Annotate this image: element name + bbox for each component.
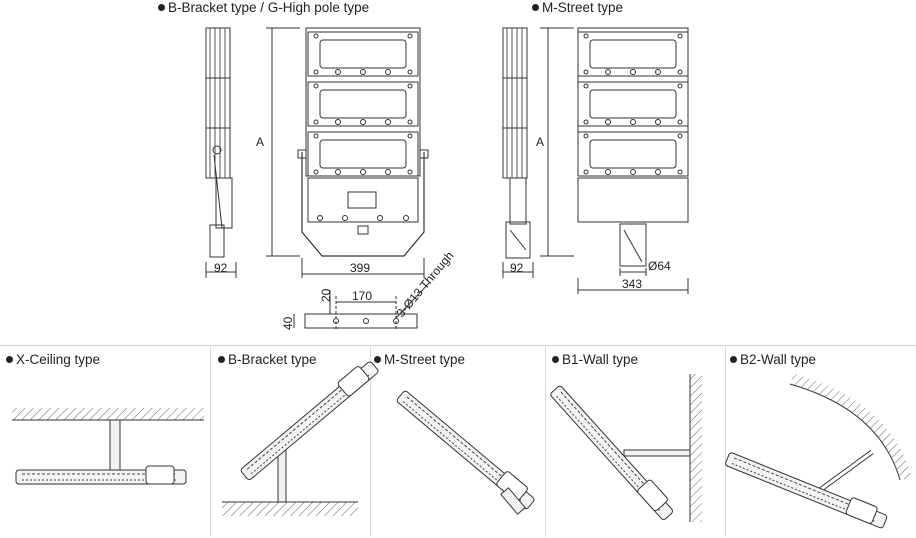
dim-bracket-holes: 3-Ø13 Through — [394, 249, 457, 320]
street-side-view — [502, 27, 531, 259]
panel-divider — [370, 347, 371, 537]
street-front-view — [577, 27, 689, 267]
bracket-high-pole-title: B-Bracket type / G-High pole type — [158, 0, 369, 15]
install-label-bracket: B-Bracket type — [218, 352, 317, 367]
bullet-icon — [6, 356, 13, 363]
dim-pole-diameter: Ø64 — [648, 259, 671, 273]
dim-depth-right: 92 — [510, 261, 524, 275]
ceiling-mount-illustration — [12, 408, 204, 485]
bullet-icon — [218, 356, 225, 363]
bracket-plate-detail — [304, 281, 431, 330]
wall-b2-illustration — [724, 374, 912, 530]
dim-bracket-spacing: 170 — [352, 289, 372, 303]
dim-depth-left: 92 — [214, 261, 228, 275]
panel-divider — [725, 347, 726, 537]
panel-divider — [545, 347, 546, 537]
dim-bracket-height: 40 — [281, 316, 295, 330]
install-label-street: M-Street type — [374, 352, 465, 367]
bullet-icon — [532, 4, 539, 11]
dim-width-left: 399 — [350, 261, 370, 275]
install-label-wall-b1: B1-Wall type — [552, 352, 638, 367]
section-divider — [0, 345, 916, 346]
bullet-icon — [374, 356, 381, 363]
street-mount-illustration — [395, 386, 539, 515]
dim-bracket-offset: 20 — [319, 288, 333, 302]
install-label-ceiling: X-Ceiling type — [6, 352, 100, 367]
bracket-mount-illustration — [222, 357, 380, 516]
dim-a-left: A — [256, 135, 264, 149]
bullet-icon — [158, 4, 165, 11]
bullet-icon — [730, 356, 737, 363]
bracket-front-view — [297, 27, 429, 257]
install-label-wall-b2: B2-Wall type — [730, 352, 816, 367]
wall-b1-illustration — [549, 374, 702, 522]
bullet-icon — [552, 356, 559, 363]
dim-width-right: 343 — [622, 277, 642, 291]
street-type-title: M-Street type — [532, 0, 623, 15]
dim-a-right: A — [536, 135, 544, 149]
bracket-side-view — [205, 27, 233, 258]
panel-divider — [210, 347, 211, 537]
